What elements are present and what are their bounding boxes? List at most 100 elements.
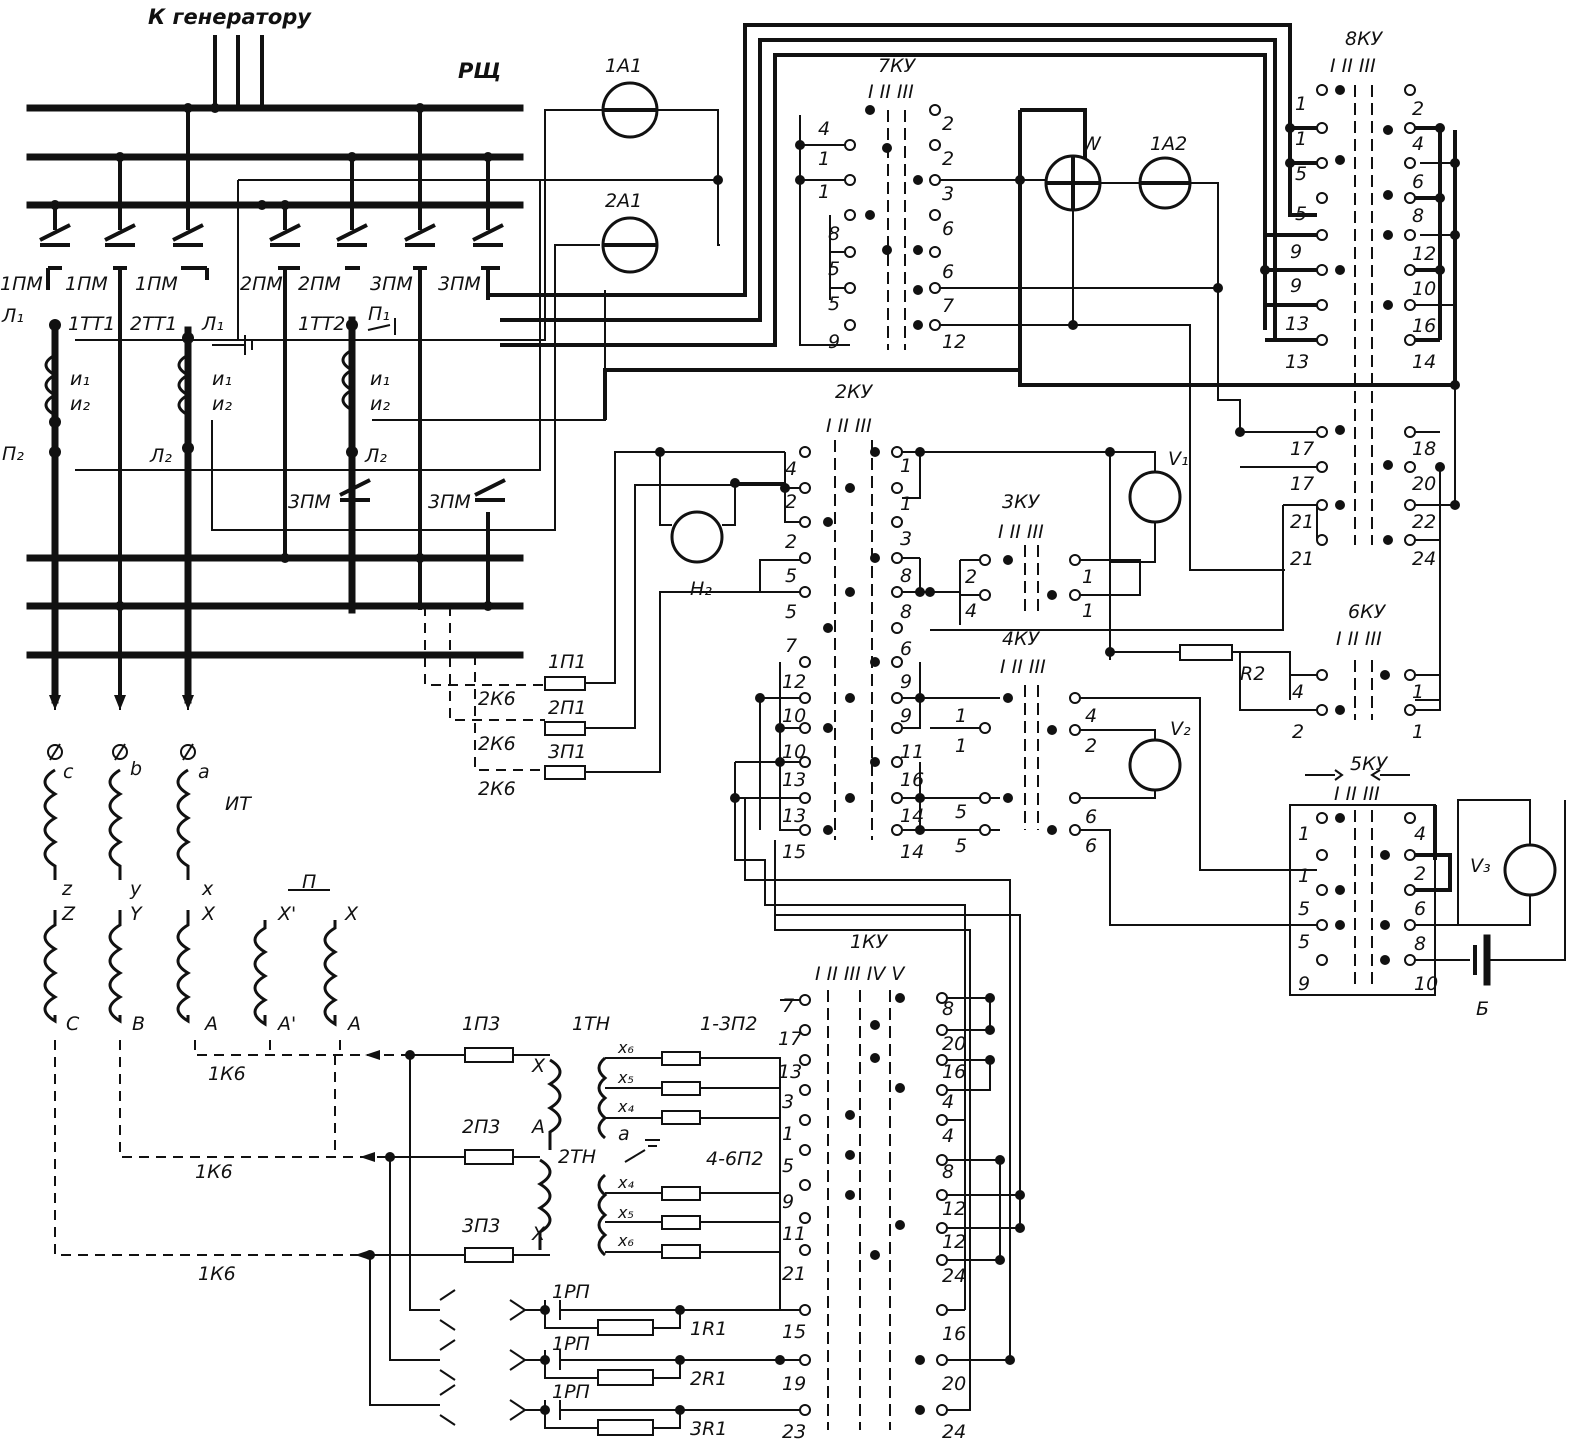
svg-text:Л₂: Л₂ bbox=[364, 445, 387, 467]
svg-text:X: X bbox=[344, 903, 359, 925]
svg-text:1А1: 1А1 bbox=[605, 55, 642, 77]
switch-3ku: 3КУ I II III 2 4 1 1 bbox=[959, 491, 1141, 622]
svg-text:Б: Б bbox=[1476, 998, 1489, 1020]
svg-text:и₁: и₁ bbox=[70, 368, 90, 390]
pm-label: 1ПМ bbox=[0, 273, 43, 295]
svg-text:8: 8 bbox=[942, 1161, 954, 1183]
svg-text:I II III: I II III bbox=[826, 415, 872, 437]
pm-lower: 3ПМ 3ПМ bbox=[288, 478, 506, 610]
svg-text:24: 24 bbox=[1412, 548, 1436, 570]
svg-text:13: 13 bbox=[782, 769, 806, 791]
svg-text:2П3: 2П3 bbox=[462, 1116, 500, 1138]
svg-text:1ТТ1: 1ТТ1 bbox=[68, 313, 115, 335]
voltmeter-v2: V₂ bbox=[1128, 718, 1191, 792]
svg-text:3ПМ: 3ПМ bbox=[428, 491, 471, 513]
svg-text:x₄: x₄ bbox=[617, 1173, 634, 1192]
svg-text:П: П bbox=[302, 871, 316, 893]
fuse-1p1 bbox=[544, 676, 586, 691]
top-busbars bbox=[26, 104, 524, 209]
svg-text:5: 5 bbox=[1298, 931, 1310, 953]
svg-text:9: 9 bbox=[1290, 241, 1302, 263]
panel-label: РЩ bbox=[458, 59, 501, 83]
pm-brackets bbox=[46, 266, 500, 700]
svg-text:9: 9 bbox=[900, 705, 912, 727]
svg-text:12: 12 bbox=[942, 1231, 966, 1253]
svg-text:11: 11 bbox=[900, 741, 924, 763]
svg-text:19: 19 bbox=[782, 1373, 806, 1395]
switch-6ku: 6КУ I II III 4 2 1 1 bbox=[1239, 601, 1441, 743]
svg-text:c: c bbox=[63, 761, 74, 783]
svg-text:13: 13 bbox=[1285, 313, 1309, 335]
svg-text:3R1: 3R1 bbox=[690, 1418, 727, 1440]
svg-text:8КУ: 8КУ bbox=[1345, 28, 1384, 50]
svg-text:8: 8 bbox=[1414, 933, 1426, 955]
svg-text:1: 1 bbox=[955, 705, 967, 727]
svg-text:2: 2 bbox=[1085, 735, 1097, 757]
svg-text:V₃: V₃ bbox=[1470, 855, 1491, 877]
svg-text:X': X' bbox=[277, 903, 296, 925]
lower-busbars bbox=[26, 553, 524, 660]
svg-text:10: 10 bbox=[1414, 973, 1438, 995]
current-transformer-1tt1: Л₁ 1ТТ1 и₁ и₂ П₂ bbox=[1, 305, 115, 704]
svg-text:Л₂: Л₂ bbox=[149, 445, 172, 467]
voltmeter-v1: V₁ bbox=[1105, 447, 1291, 700]
svg-text:C: C bbox=[66, 1013, 80, 1035]
svg-text:1R1: 1R1 bbox=[690, 1318, 727, 1340]
svg-text:2КУ: 2КУ bbox=[835, 381, 874, 403]
svg-text:1ТН: 1ТН bbox=[572, 1013, 610, 1035]
svg-text:22: 22 bbox=[1412, 511, 1436, 533]
pm-label: 2ПМ bbox=[240, 273, 283, 295]
svg-text:Z: Z bbox=[61, 903, 76, 925]
svg-text:3: 3 bbox=[900, 528, 912, 550]
pm-label: 2ПМ bbox=[298, 273, 341, 295]
svg-text:12: 12 bbox=[782, 671, 806, 693]
switch-8ku: 8КУ I II III 1 1 5 5 9 9 13 13 17 17 21 … bbox=[930, 28, 1460, 701]
svg-text:9: 9 bbox=[1290, 275, 1302, 297]
svg-text:I II III: I II III bbox=[1334, 783, 1380, 805]
svg-text:1К6: 1К6 bbox=[198, 1263, 236, 1285]
svg-text:x₆: x₆ bbox=[617, 1231, 634, 1250]
svg-text:2ТТ1: 2ТТ1 bbox=[130, 313, 177, 335]
svg-text:A: A bbox=[346, 1013, 361, 1035]
svg-text:П₁: П₁ bbox=[368, 303, 390, 325]
svg-text:A: A bbox=[530, 1116, 545, 1138]
svg-text:1: 1 bbox=[1295, 128, 1307, 150]
svg-text:1: 1 bbox=[1082, 600, 1094, 622]
svg-text:8: 8 bbox=[900, 601, 912, 623]
svg-text:X: X bbox=[201, 903, 216, 925]
svg-text:1: 1 bbox=[782, 1123, 794, 1145]
svg-text:10: 10 bbox=[782, 741, 806, 763]
svg-text:1ТТ2: 1ТТ2 bbox=[298, 313, 345, 335]
svg-text:1: 1 bbox=[1298, 823, 1310, 845]
svg-text:9: 9 bbox=[828, 331, 840, 353]
battery: Б bbox=[1473, 934, 1491, 1020]
svg-text:6: 6 bbox=[942, 261, 954, 283]
svg-text:24: 24 bbox=[942, 1421, 966, 1443]
svg-text:x₆: x₆ bbox=[617, 1038, 634, 1057]
svg-text:2А1: 2А1 bbox=[605, 190, 642, 212]
generator-feed-lines bbox=[213, 35, 264, 105]
ammeter-1a1: 1А1 bbox=[601, 55, 659, 139]
svg-text:П₂: П₂ bbox=[2, 443, 24, 465]
svg-text:5: 5 bbox=[1298, 898, 1310, 920]
svg-text:8: 8 bbox=[900, 565, 912, 587]
svg-text:12: 12 bbox=[942, 331, 966, 353]
svg-text:15: 15 bbox=[782, 841, 806, 863]
svg-text:1: 1 bbox=[955, 735, 967, 757]
svg-text:A': A' bbox=[276, 1013, 296, 1035]
svg-text:11: 11 bbox=[782, 1223, 806, 1245]
svg-text:2П1: 2П1 bbox=[548, 697, 586, 719]
svg-text:8: 8 bbox=[942, 998, 954, 1020]
svg-text:3: 3 bbox=[782, 1091, 794, 1113]
svg-text:1П1: 1П1 bbox=[548, 651, 586, 673]
svg-text:12: 12 bbox=[1412, 243, 1436, 265]
svg-text:1КУ: 1КУ bbox=[850, 931, 889, 953]
meter-h2: Н₂ bbox=[655, 447, 785, 600]
svg-text:5: 5 bbox=[785, 601, 797, 623]
svg-text:18: 18 bbox=[1412, 438, 1436, 460]
svg-text:9: 9 bbox=[900, 671, 912, 693]
svg-text:21: 21 bbox=[1290, 548, 1314, 570]
svg-text:1: 1 bbox=[818, 181, 830, 203]
svg-text:x: x bbox=[201, 878, 214, 900]
